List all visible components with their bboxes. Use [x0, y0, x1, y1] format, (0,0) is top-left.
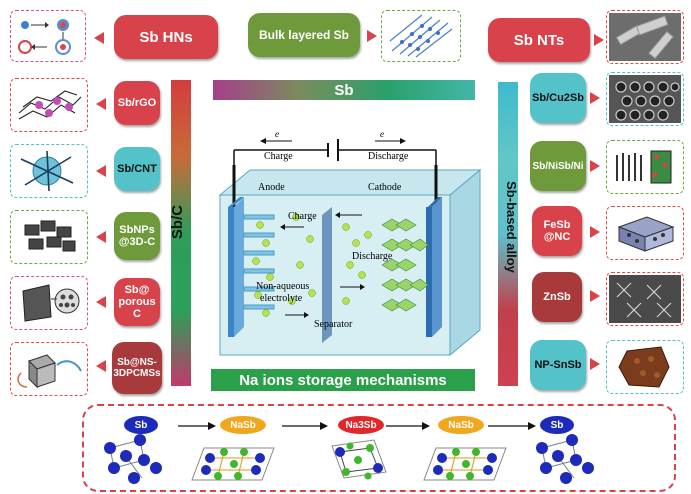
graphene-network-icon [18, 90, 82, 120]
flower-like-micrograph-icon [609, 275, 681, 323]
phase-nasb-2-label: NaSb [438, 416, 484, 434]
sb-cu2sb-label: Sb/Cu2Sb [530, 73, 586, 123]
electron-left-label: e [275, 129, 279, 139]
sb-porous-c-label: Sb@ porous C [114, 278, 160, 326]
anode-label: Anode [258, 182, 285, 193]
arrow-left-icon [96, 231, 106, 243]
sb-ns-3dpcmss-label: Sb@NS- 3DPCMSs [112, 342, 162, 394]
sb-center-label: Sb [334, 81, 354, 99]
charge-inner-label: Charge [288, 211, 317, 222]
np-snsb-label: NP-SnSb [530, 340, 586, 390]
arrow-right-icon [590, 290, 600, 302]
sb-hns-label: Sb HNs [114, 15, 218, 59]
fesb-nc-image-box [606, 206, 684, 260]
microsphere-composite-icon [17, 354, 82, 389]
nanoporous-particle-icon [618, 346, 670, 388]
sb-alloy-vertical-bar [498, 82, 518, 386]
na-storage-label: Na ions storage mechanisms [239, 371, 447, 389]
sbnps-image-box [10, 210, 88, 264]
3d-carbon-framework-icon [24, 220, 76, 252]
sb-rgo-label: Sb/rGO [114, 81, 160, 125]
np-snsb-image-box [606, 340, 684, 394]
arrow-right-icon [594, 34, 604, 46]
nanorod-array-icon [616, 150, 672, 184]
separator-label: Separator [314, 319, 353, 330]
sb-cnt-image-box [10, 144, 88, 198]
carbon-nanotube-icon [20, 150, 74, 192]
porous-array-micrograph-icon [609, 75, 681, 123]
sb-cnt-label: Sb/CNT [114, 147, 160, 191]
znsb-label: ZnSb [532, 272, 582, 322]
nitrogen-carbon-framework-icon [617, 216, 675, 252]
arrow-right-icon [367, 30, 377, 42]
fesb-nc-label: FeSb @NC [532, 206, 582, 256]
electron-right-label: e [380, 129, 384, 139]
arrow-left-icon [96, 296, 106, 308]
electrolyte-label-1: Non-aqueous [256, 281, 310, 292]
battery-cell-illustration [218, 138, 482, 357]
sb-nisb-ni-image-box [606, 140, 684, 194]
arrow-right-icon [590, 160, 600, 172]
na-storage-bar: Na ions storage mechanisms [211, 369, 475, 391]
cathode-label: Cathode [368, 182, 402, 193]
sb-hns-image-box [10, 10, 86, 62]
discharge-top-label: Discharge [368, 151, 409, 162]
arrow-right-icon [590, 226, 600, 238]
sb-rgo-image-box [10, 78, 88, 132]
phase-nasb-1-label: NaSb [220, 416, 266, 434]
phase-sb-1-label: Sb [124, 416, 158, 434]
sb-porous-c-image-box [10, 276, 88, 330]
arrow-left-icon [96, 98, 106, 110]
sb-c-label: Sb/C [169, 204, 186, 240]
phase-sb-2-label: Sb [540, 416, 574, 434]
sb-nts-image-box [606, 10, 684, 64]
phase-transition-illustration [104, 422, 594, 484]
porous-carbon-icon [22, 284, 80, 322]
discharge-inner-label: Discharge [352, 251, 393, 262]
phase-transition-panel: Sb NaSb Na3Sb NaSb Sb [82, 404, 676, 492]
nanotube-micrograph-icon [609, 13, 681, 61]
layered-lattice-icon [389, 14, 453, 58]
sb-ns-3dpcmss-image-box [10, 342, 88, 396]
sb-nts-label: Sb NTs [488, 18, 590, 62]
arrow-left-icon [96, 360, 106, 372]
sb-nisb-ni-label: Sb/NiSb/Ni [530, 141, 586, 191]
arrow-left-icon [96, 165, 106, 177]
charge-top-label: Charge [264, 151, 293, 162]
sb-center-bar: Sb [213, 80, 475, 100]
arrow-left-icon [94, 32, 104, 44]
phase-na3sb-label: Na3Sb [338, 416, 384, 434]
electrolyte-label-2: electrolyte [260, 293, 303, 304]
znsb-image-box [606, 272, 684, 326]
bulk-layered-sb-label: Bulk layered Sb [248, 13, 360, 57]
hollow-sphere-schematic-icon [18, 19, 71, 55]
sb-cu2sb-image-box [606, 72, 684, 126]
arrow-right-icon [590, 92, 600, 104]
sb-c-vertical-bar [171, 80, 191, 386]
arrow-right-icon [590, 358, 600, 370]
sb-based-alloy-label: Sb-based alloy [504, 181, 519, 273]
bulk-sb-image-box [381, 10, 461, 62]
sbnps-3d-c-label: SbNPs @3D-C [114, 212, 160, 260]
battery-schematic: e e Charge Discharge Anode Cathode Charg… [200, 115, 490, 360]
